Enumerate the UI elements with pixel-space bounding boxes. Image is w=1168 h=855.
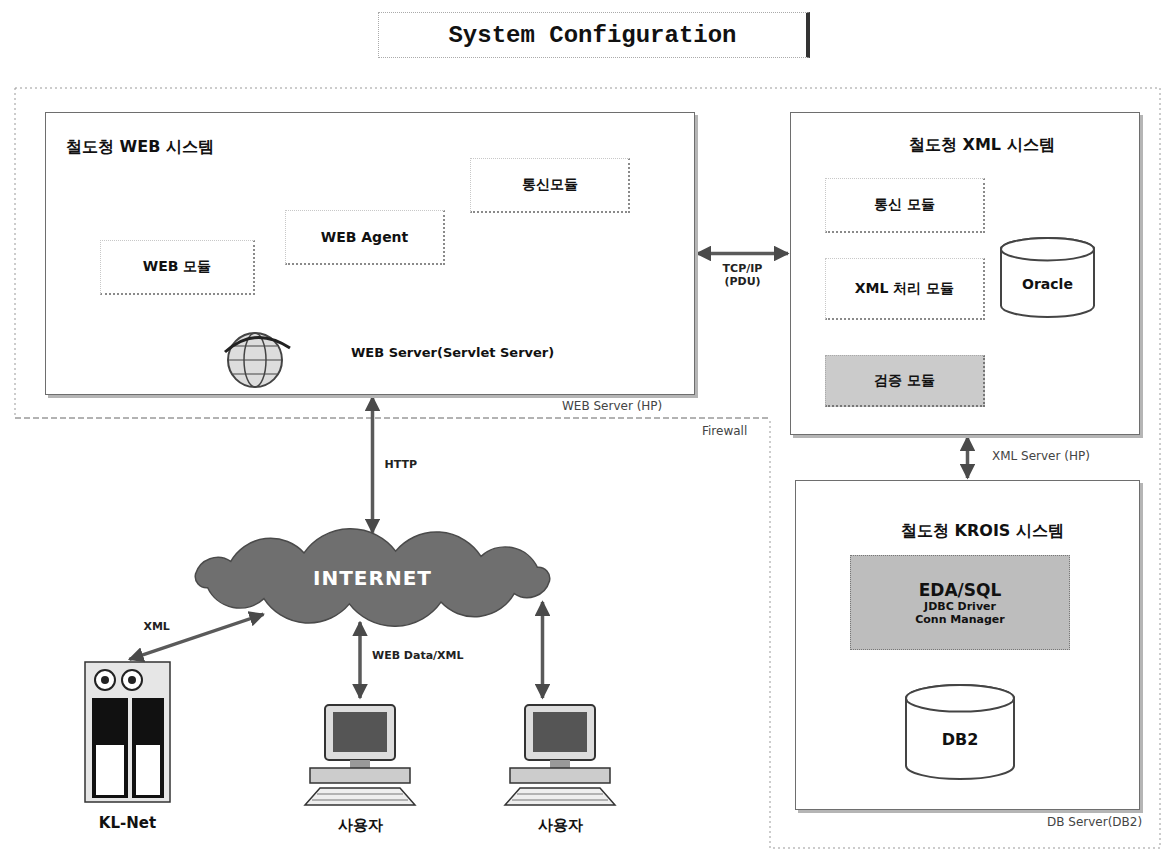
zone-frame — [15, 88, 1160, 848]
connector-arrow — [966, 437, 970, 478]
system-box: 철도청 XML 시스템통신 모듈 XML 처리 모듈 Oracle 검증 모듈 — [790, 112, 1140, 435]
connectors — [129, 254, 967, 699]
globe-orbit — [225, 337, 290, 352]
module-box: 검증 모듈 — [825, 355, 985, 407]
computer-icon — [505, 705, 615, 805]
system-box: 철도청 KROIS 시스템 EDA/SQLJDBC DriverConn Mana… — [795, 480, 1140, 810]
cylinder-top — [906, 685, 1014, 712]
database-cylinder: DB2 — [905, 685, 1015, 780]
connector-label: WEB Data/XML — [370, 649, 466, 662]
server-fan — [95, 670, 115, 690]
server-node: KL-Net — [60, 660, 195, 832]
server-label: DB Server(DB2) — [1045, 815, 1144, 829]
node-text: KL-Net — [99, 814, 156, 832]
connector-arrow — [697, 252, 788, 256]
diagram-title: System Configuration — [448, 22, 736, 49]
connector-arrow — [541, 602, 545, 698]
node-text: 철도청 WEB 시스템 — [66, 137, 214, 158]
cylinder-top — [1001, 238, 1094, 260]
server-icon — [85, 662, 170, 802]
web-server-globe — [225, 333, 290, 387]
connector-label: TCP/IP (PDU) — [713, 262, 773, 288]
node-text: 통신 모듈 — [874, 196, 935, 214]
node-text: WEB Server(Servlet Server) — [351, 345, 554, 360]
globe-parallels — [228, 346, 282, 374]
database-cylinder: Oracle — [1000, 238, 1095, 318]
computer-icon — [305, 705, 415, 805]
connector-arrow — [358, 622, 362, 698]
module-box: WEB 모듈 — [100, 240, 255, 295]
user-node: 사용자 — [300, 700, 420, 835]
node-text: 통신모듈 — [522, 176, 578, 194]
system-box: 철도청 WEB 시스템 WEB Server(Servlet Server) 통신모… — [45, 112, 695, 395]
server-slot — [96, 745, 124, 795]
node-text: WEB Agent — [321, 229, 409, 245]
node-text: Oracle — [1022, 276, 1073, 292]
title-box: System Configuration — [378, 12, 810, 58]
connector-arrow — [371, 397, 375, 533]
node-text: Conn Manager — [915, 613, 1005, 626]
node-text: DB2 — [942, 730, 979, 749]
node-text: 철도청 KROIS 시스템 — [901, 521, 1064, 542]
connector-label: XML — [141, 620, 171, 633]
server-panel — [132, 698, 164, 798]
module-box: WEB Agent — [285, 210, 445, 265]
node-text: XML 처리 모듈 — [855, 280, 954, 298]
cylinder-body — [1001, 238, 1094, 317]
middleware-box: EDA/SQLJDBC DriverConn Manager — [850, 555, 1070, 650]
server-fan — [122, 670, 142, 690]
server-fan-hub — [101, 676, 109, 684]
module-box: 통신 모듈 — [825, 178, 985, 233]
node-text: WEB 모듈 — [143, 258, 212, 276]
node-text: 사용자 — [538, 816, 583, 835]
node-text: EDA/SQL — [919, 580, 1002, 600]
node-text: JDBC Driver — [924, 600, 996, 613]
node-text: 검증 모듈 — [874, 372, 935, 390]
server-slot — [136, 745, 160, 795]
node-text: INTERNET — [313, 566, 432, 590]
server-case — [85, 662, 170, 802]
server-label: WEB Server (HP) — [560, 399, 664, 413]
module-box: XML 처리 모듈 — [825, 258, 985, 320]
node-text: 철도청 XML 시스템 — [909, 135, 1055, 156]
internet-cloud: INTERNET — [160, 530, 585, 625]
server-fan-hub — [128, 676, 136, 684]
server-label: Firewall — [700, 424, 749, 438]
module-box: 통신모듈 — [470, 158, 630, 213]
server-panel — [92, 698, 128, 798]
connector-arrow — [129, 614, 263, 659]
node-text: 사용자 — [338, 816, 383, 835]
firewall-line — [15, 418, 770, 419]
cylinder-body — [906, 685, 1014, 779]
connector-label: HTTP — [383, 458, 420, 471]
user-node: 사용자 — [500, 700, 620, 835]
server-label: XML Server (HP) — [990, 449, 1092, 463]
cloud-shape — [195, 529, 549, 626]
